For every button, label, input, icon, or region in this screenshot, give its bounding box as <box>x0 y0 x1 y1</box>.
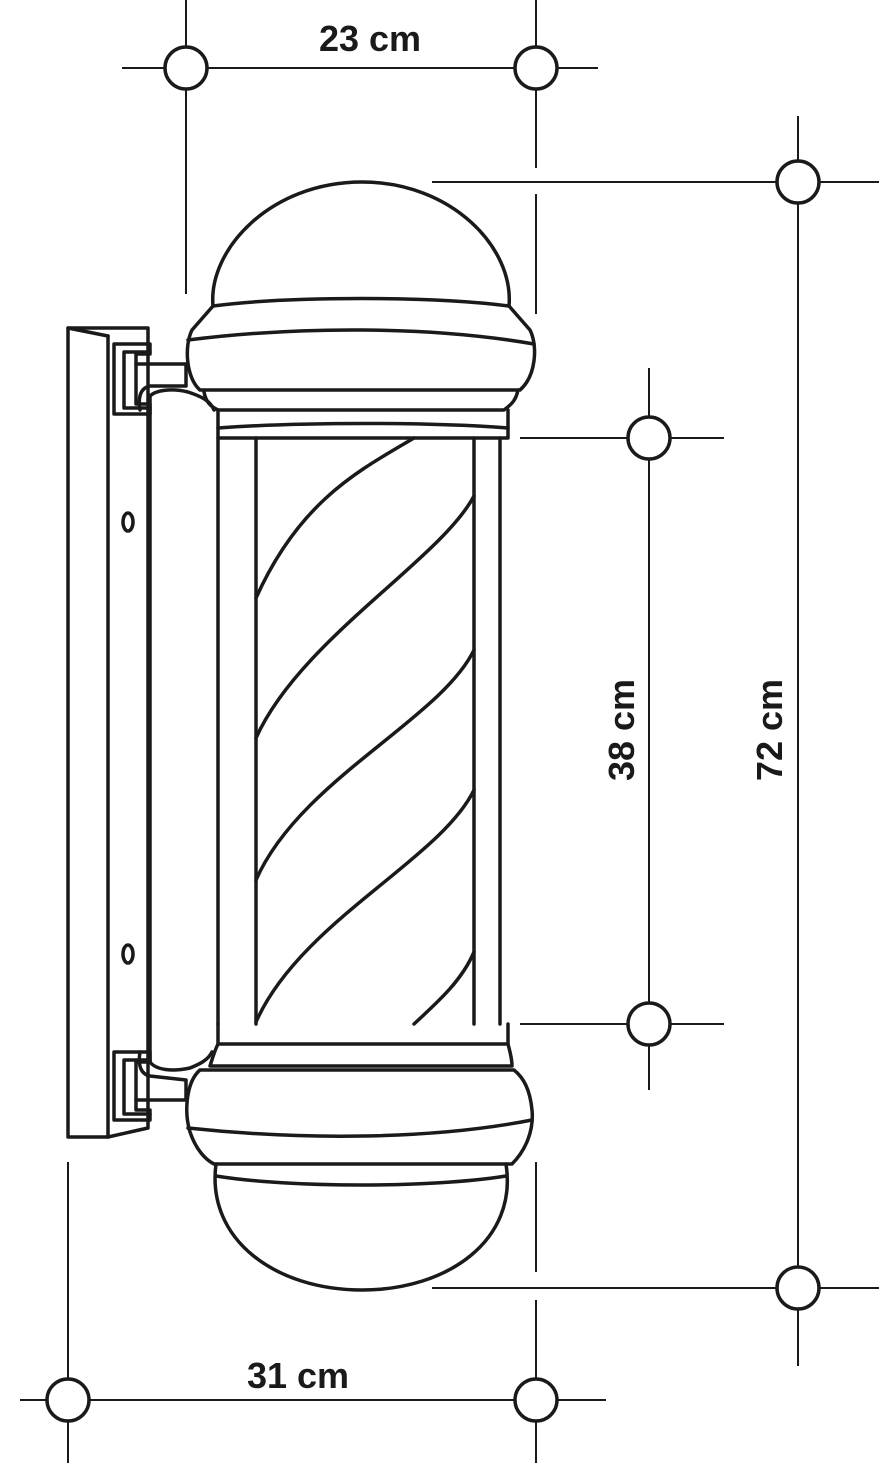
dimension-bubble <box>775 1265 821 1311</box>
support-rod <box>148 388 216 1072</box>
dimension-total-height: 72 cm <box>432 116 879 1366</box>
mount-screw-hole-top <box>121 511 135 533</box>
dimension-top-width: 23 cm <box>122 0 598 314</box>
dimension-bubble <box>163 45 209 91</box>
bottom-dome <box>213 1162 510 1292</box>
top-dome <box>211 180 511 308</box>
dimension-bottom-width: 31 cm <box>20 1162 606 1463</box>
total-height-label: 72 cm <box>749 679 790 781</box>
mount-screw-hole-bottom <box>121 943 135 965</box>
top-width-label: 23 cm <box>319 18 421 59</box>
dimension-bubble <box>513 1377 559 1423</box>
dimension-bubble <box>626 1001 672 1047</box>
glass-cylinder <box>216 436 502 1026</box>
wall-mount-plate <box>66 326 150 1139</box>
dimension-bubble <box>626 415 672 461</box>
glass-height-label: 38 cm <box>601 679 642 781</box>
dimension-bubble <box>513 45 559 91</box>
top-cap <box>185 304 537 440</box>
bottom-width-label: 31 cm <box>247 1355 349 1396</box>
bottom-cap <box>185 1022 535 1166</box>
dimension-glass-height: 38 cm <box>520 368 724 1090</box>
upper-bracket <box>112 342 188 416</box>
barber-stripes <box>254 436 476 1026</box>
dimension-bubble <box>45 1377 91 1423</box>
dimension-bubble <box>775 159 821 205</box>
